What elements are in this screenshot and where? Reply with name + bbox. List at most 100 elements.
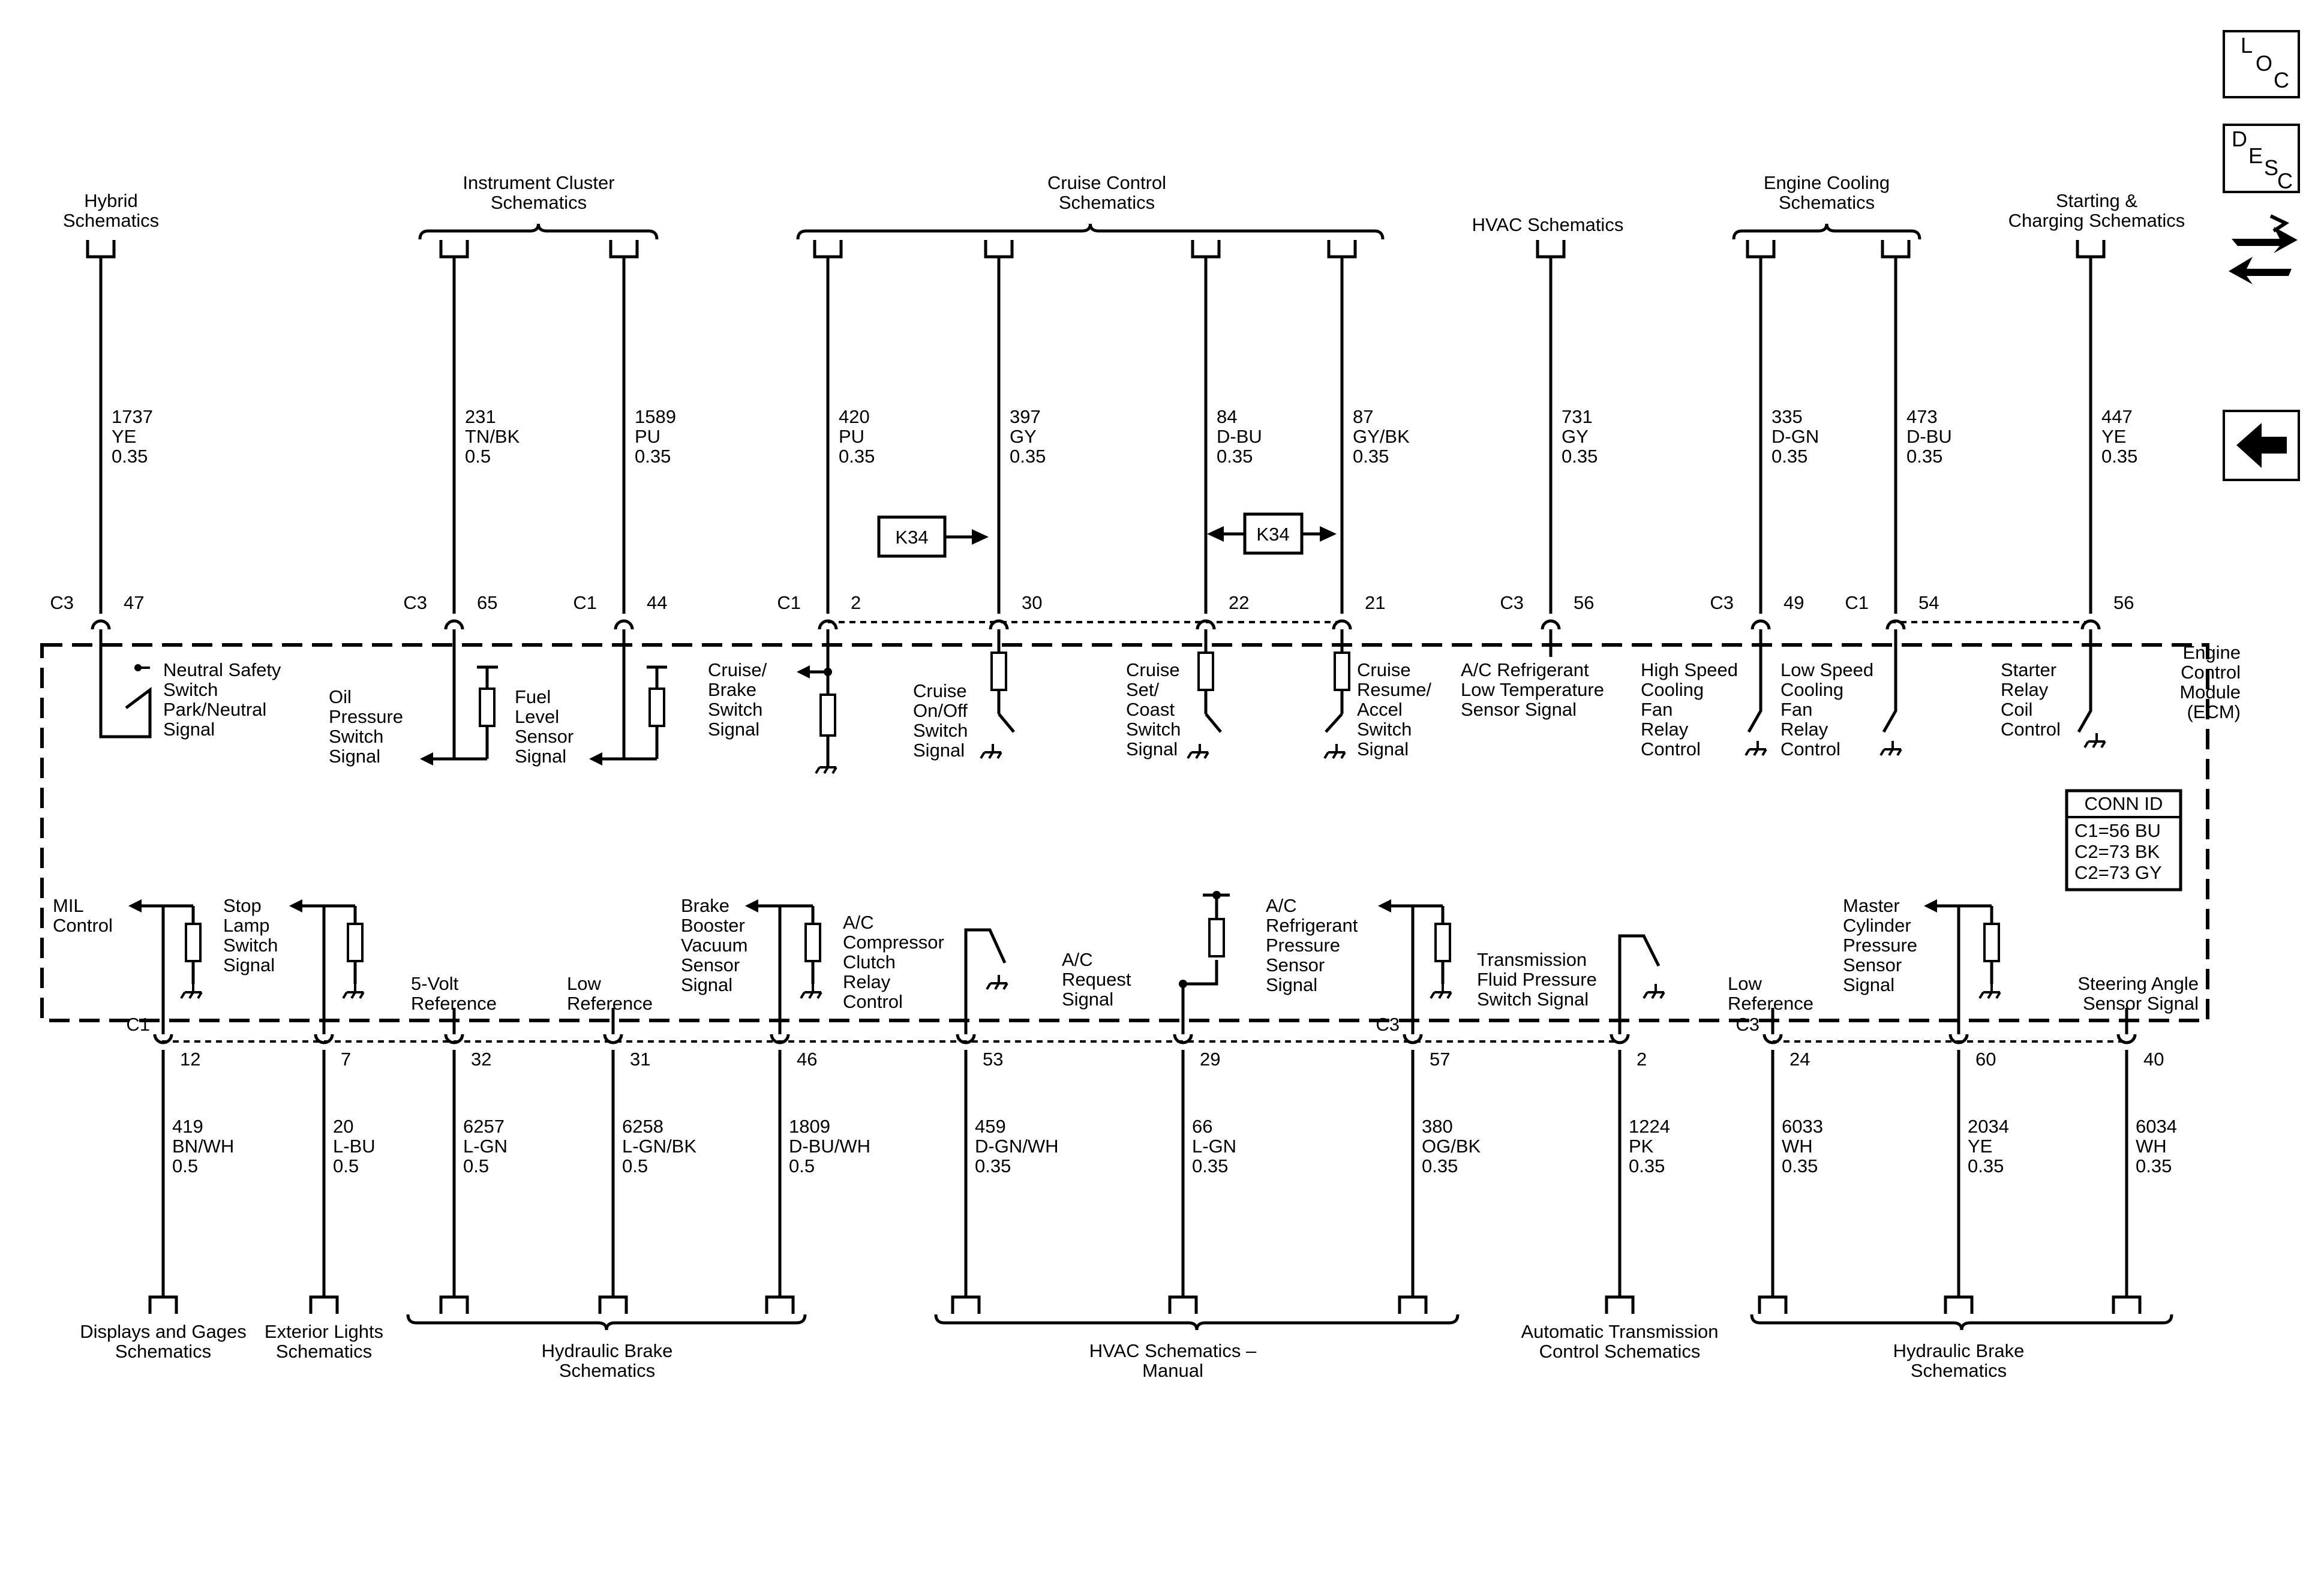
wire-spec-line: L-GN xyxy=(463,1136,508,1157)
wire-spec-line: 459 xyxy=(975,1116,1006,1137)
circuit-label-line: Cylinder xyxy=(1843,915,1911,936)
wire-spec-line: 231 xyxy=(465,406,496,427)
circuit-label-line: MIL xyxy=(53,895,84,916)
circuit-label-line: Transmission xyxy=(1477,949,1587,970)
pin-number: 60 xyxy=(1975,1049,1996,1070)
wire-spec-line: 335 xyxy=(1771,406,1803,427)
wire-spec: 84D-BU0.35 xyxy=(1217,406,1262,467)
top-group-title: Starting &Charging Schematics xyxy=(2008,190,2185,231)
circuit-label-line: Low xyxy=(567,973,601,994)
top-group-title-line: Instrument Cluster xyxy=(463,172,614,193)
circuit-label-line: Cooling xyxy=(1641,679,1704,700)
wire-spec-line: WH xyxy=(1782,1136,1813,1157)
circuit-label-line: Lamp xyxy=(223,915,270,936)
circuit-label-line: Cruise xyxy=(913,680,967,701)
back-arrow-button[interactable] xyxy=(2223,410,2300,481)
circuit-label-line: Brake xyxy=(708,679,756,700)
circuit-label-line: 5-Volt xyxy=(411,973,459,994)
connector-id: C1 xyxy=(126,1014,150,1035)
bottom-circuits: C112419BN/WH0.5720L-BU0.5326257L-GN0.531… xyxy=(53,891,2199,1314)
wire-spec-line: 2034 xyxy=(1968,1116,2009,1137)
circuit-label-line: Switch xyxy=(163,679,218,700)
wire-spec-line: 0.35 xyxy=(1771,446,1807,467)
circuit-label-line: Signal xyxy=(515,746,566,767)
circuit-label-line: Switch xyxy=(913,720,968,741)
circuit-label-line: Sensor Signal xyxy=(2083,993,2199,1014)
circuit-label-line: Oil xyxy=(329,686,352,707)
circuit-label-line: Control xyxy=(53,915,113,936)
ecm-module-boundary xyxy=(40,643,2209,1022)
circuit-label-line: Sensor Signal xyxy=(1461,699,1577,720)
circuit-label-line: Switch xyxy=(1126,719,1181,740)
circuit-label-line: Sensor xyxy=(515,726,574,747)
svg-text:O: O xyxy=(2256,51,2272,76)
top-group-title-line: Schematics xyxy=(63,210,159,231)
circuit-label-line: Control xyxy=(2001,719,2061,740)
pin-number: 31 xyxy=(630,1049,650,1070)
top-group: HVAC Schematics xyxy=(1472,214,1624,235)
top-group-title-line: Schematics xyxy=(491,192,587,213)
wire-spec-line: 0.35 xyxy=(635,446,671,467)
svg-text:K34: K34 xyxy=(895,527,928,548)
top-internal-components: Neutral SafetySwitchPark/NeutralSignalOi… xyxy=(99,652,2106,775)
wire-spec-line: D-BU/WH xyxy=(789,1136,870,1157)
circuit-label-line: Compressor xyxy=(843,932,944,953)
circuit-label-line: Cooling xyxy=(1780,679,1843,700)
wire-spec-line: 87 xyxy=(1353,406,1373,427)
circuit-label-line: Pressure xyxy=(1266,935,1340,956)
connector-id: C3 xyxy=(1736,1014,1759,1035)
wire-spec-line: 0.35 xyxy=(1353,446,1389,467)
wire-spec-line: YE xyxy=(112,426,136,447)
circuit-label-line: Low Temperature xyxy=(1461,679,1604,700)
wire-spec-line: 0.35 xyxy=(1906,446,1942,467)
loc-button[interactable]: L O C xyxy=(2223,30,2300,98)
pin-number: 24 xyxy=(1789,1049,1810,1070)
circuit-label-line: Brake xyxy=(681,895,729,916)
connector-id: C3 xyxy=(1376,1014,1400,1035)
circuit-label-line: Signal xyxy=(913,740,965,761)
wire-spec-line: 1809 xyxy=(789,1116,830,1137)
swap-arrows-icon[interactable] xyxy=(2229,214,2298,284)
circuit-label-line: Switch xyxy=(329,726,383,747)
wire-spec-line: 0.35 xyxy=(1562,446,1598,467)
pin-number: 30 xyxy=(1022,592,1042,613)
top-group-title-line: Starting & xyxy=(2056,190,2137,211)
wire-spec-line: 0.35 xyxy=(1629,1155,1665,1176)
connector-id: C1 xyxy=(573,592,597,613)
pin-number: 65 xyxy=(477,592,497,613)
wire-spec-line: 0.5 xyxy=(463,1155,489,1176)
desc-button[interactable]: D E S C xyxy=(2223,124,2300,193)
pin-number: 32 xyxy=(471,1049,491,1070)
back-arrow-icon xyxy=(2236,423,2287,468)
wire-spec-line: PU xyxy=(839,426,864,447)
svg-text:E: E xyxy=(2248,143,2263,168)
circuit-label-line: High Speed xyxy=(1641,659,1738,680)
circuit-label-line: Set/ xyxy=(1126,679,1160,700)
wire-spec-line: 1224 xyxy=(1629,1116,1670,1137)
